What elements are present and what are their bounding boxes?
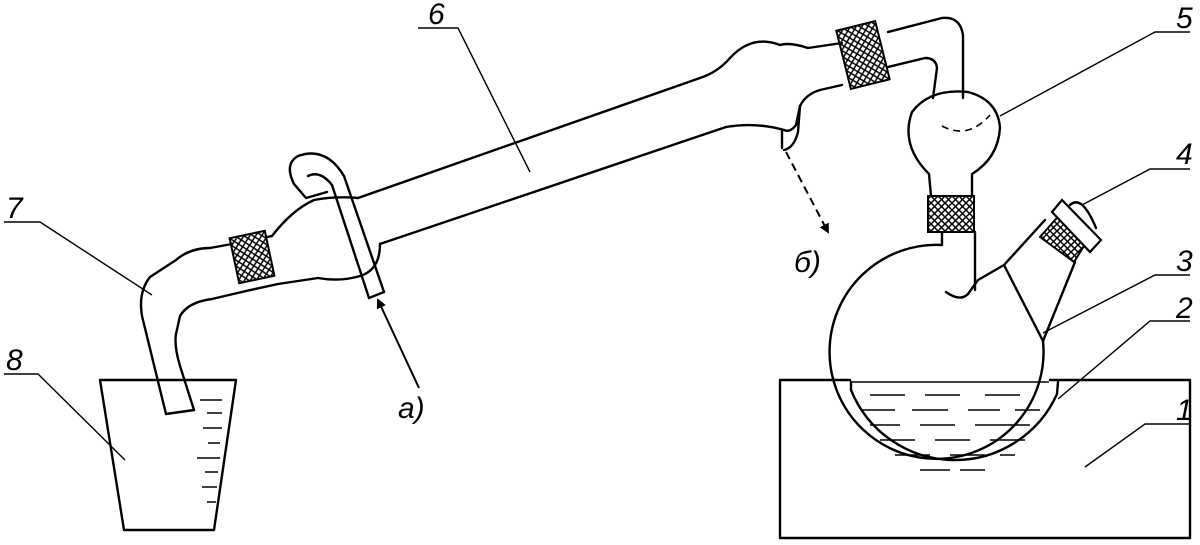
label-8: 8: [6, 344, 23, 377]
flask-liquid: [852, 381, 1049, 471]
leader-lines: [4, 27, 1190, 468]
leader-7: [4, 221, 153, 296]
water-outlet-arrow: [785, 151, 829, 234]
liebig-condenser: [270, 40, 844, 300]
leader-1: [1084, 423, 1190, 468]
heating-bath: [778, 378, 1192, 540]
receiving-beaker: [98, 378, 238, 532]
leader-6: [418, 27, 531, 173]
bath-lining: [849, 380, 1060, 462]
label-6: 6: [428, 0, 445, 31]
leader-3: [1042, 274, 1190, 334]
label-3: 3: [1176, 245, 1193, 278]
allonge-adapter: [139, 242, 248, 416]
label-4: 4: [1176, 138, 1193, 171]
condenser-stopper: [835, 19, 891, 91]
adapter-joint: [228, 229, 320, 293]
leader-4: [1081, 168, 1190, 206]
label-5: 5: [1176, 2, 1193, 35]
distillation-head: [886, 16, 1002, 233]
label-7: 7: [6, 192, 24, 225]
leader-2: [1057, 320, 1190, 400]
label-1: 1: [1176, 394, 1193, 427]
label-a: а): [398, 392, 425, 425]
water-inlet-arrow: [376, 298, 420, 389]
label-2: 2: [1175, 292, 1193, 325]
leader-8: [4, 373, 126, 461]
side-neck-stopper: [1038, 198, 1103, 264]
leader-5: [999, 31, 1190, 117]
label-b: б): [794, 246, 821, 279]
